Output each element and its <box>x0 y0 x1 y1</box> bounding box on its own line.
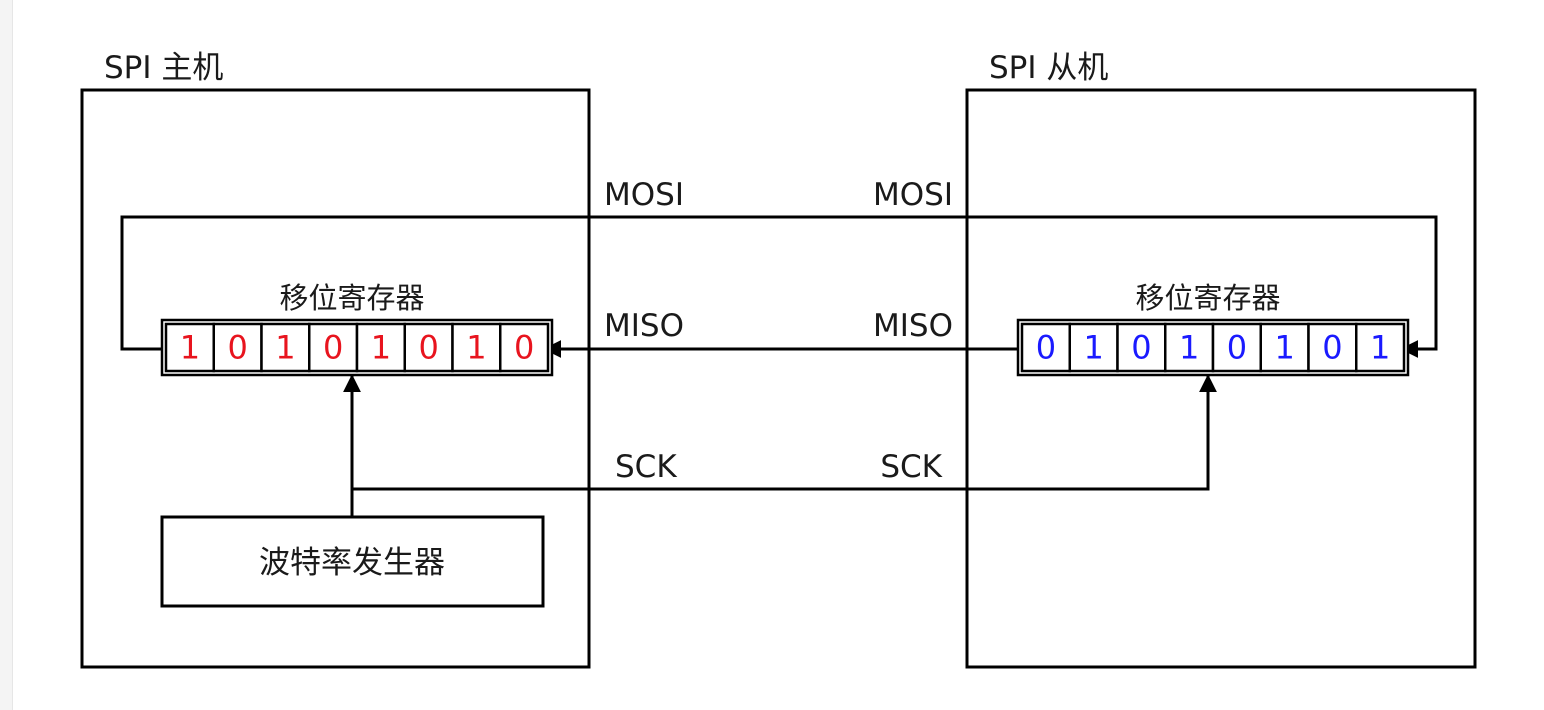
slave-bit-cell <box>1164 322 1215 373</box>
slave-bit-cell <box>1020 322 1071 373</box>
miso-label-master: MISO <box>604 308 684 344</box>
mosi-label-master: MOSI <box>604 177 684 213</box>
slave-bit-value: 0 <box>1227 329 1247 367</box>
slave-title: SPI 从机 <box>989 50 1108 86</box>
slave-bit-cell <box>1355 322 1406 373</box>
sck-line <box>352 374 1217 491</box>
master-bit-cell <box>212 322 263 373</box>
slave-bit-value: 0 <box>1322 329 1342 367</box>
slave-bit-cell <box>1259 322 1310 373</box>
page-margin <box>0 0 13 710</box>
slave-bit-value: 1 <box>1370 329 1390 367</box>
master-bit-cell <box>355 322 406 373</box>
master-title: SPI 主机 <box>104 50 223 86</box>
miso-label-slave: MISO <box>873 308 953 344</box>
master-bit-cell <box>308 322 359 373</box>
slave-bit-value: 0 <box>1131 329 1151 367</box>
master-bit-value: 1 <box>371 329 391 367</box>
master-bit-value: 0 <box>323 329 343 367</box>
master-bit-value: 0 <box>418 329 438 367</box>
slave-bit-cell <box>1211 322 1262 373</box>
slave-bit-value: 1 <box>1274 329 1294 367</box>
master-bit-value: 1 <box>466 329 486 367</box>
slave-bit-value: 1 <box>1083 329 1103 367</box>
master-bit-value: 0 <box>514 329 534 367</box>
master-device-box <box>80 88 591 669</box>
mosi-label-slave: MOSI <box>873 177 953 213</box>
master-bit-cell <box>451 322 502 373</box>
master-bit-value: 0 <box>227 329 247 367</box>
mosi-line <box>120 215 1438 358</box>
master-bit-cell <box>164 322 215 373</box>
sck-label-slave: SCK <box>880 449 942 485</box>
slave-bit-cell <box>1307 322 1358 373</box>
slave-register-title: 移位寄存器 <box>1135 281 1280 315</box>
master-register-title: 移位寄存器 <box>279 281 424 315</box>
slave-bit-cell <box>1068 322 1119 373</box>
sck-label-master: SCK <box>615 449 677 485</box>
baud-rate-generator-box <box>160 515 545 608</box>
slave-device-box <box>965 88 1477 669</box>
master-bit-value: 1 <box>180 329 200 367</box>
master-bit-cell <box>499 322 550 373</box>
master-bit-value: 1 <box>275 329 295 367</box>
slave-bit-value: 1 <box>1179 329 1199 367</box>
slave-bit-value: 0 <box>1036 329 1056 367</box>
baud-rate-generator-label: 波特率发生器 <box>259 545 445 581</box>
